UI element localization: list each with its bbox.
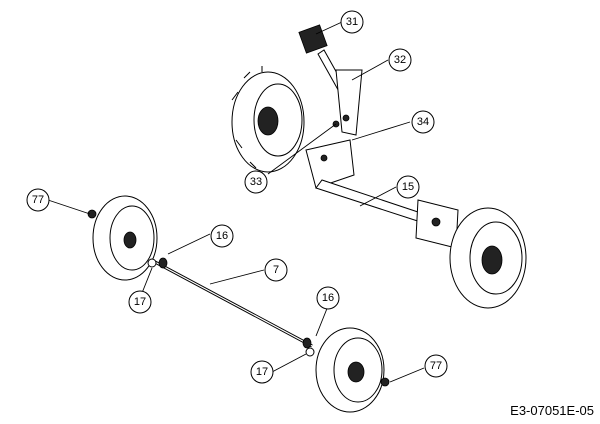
callout-34: 34 <box>411 110 435 134</box>
svg-text:77: 77 <box>430 360 442 372</box>
svg-text:34: 34 <box>417 116 429 128</box>
svg-text:77: 77 <box>32 194 44 206</box>
svg-text:32: 32 <box>394 54 406 66</box>
washer-17-lower <box>305 347 315 357</box>
svg-text:17: 17 <box>134 296 146 308</box>
callout-32: 32 <box>388 48 412 72</box>
rear-wheel-upper <box>231 66 305 178</box>
svg-text:16: 16 <box>216 230 228 242</box>
axle-bracket <box>305 139 459 249</box>
fastener-77-lower <box>380 377 390 387</box>
svg-text:15: 15 <box>402 181 414 193</box>
callout-31: 31 <box>340 10 364 34</box>
callout-33: 33 <box>244 170 268 194</box>
callout-15: 15 <box>396 175 420 199</box>
rear-wheel-lower <box>449 207 527 309</box>
height-adjust-lever <box>298 24 363 136</box>
washer-17-upper <box>147 258 157 268</box>
callout-7: 7 <box>264 258 288 282</box>
front-axle <box>154 257 313 349</box>
leader-lines <box>47 21 425 383</box>
callout-16-lower: 16 <box>316 286 340 310</box>
svg-text:16: 16 <box>322 292 334 304</box>
callout-77-upper: 77 <box>26 188 50 212</box>
callout-77-lower: 77 <box>424 354 448 378</box>
reference-code: E3-07051E-05 <box>510 403 594 418</box>
svg-text:31: 31 <box>346 16 358 28</box>
fastener-77-upper <box>87 209 97 219</box>
front-wheel-bottom <box>315 327 385 413</box>
callout-16-upper: 16 <box>210 224 234 248</box>
front-wheel-left <box>92 195 158 281</box>
callout-17-upper: 17 <box>128 290 152 314</box>
svg-text:33: 33 <box>250 176 262 188</box>
svg-text:7: 7 <box>273 264 279 276</box>
callout-17-lower: 17 <box>250 360 274 384</box>
svg-text:17: 17 <box>256 366 268 378</box>
